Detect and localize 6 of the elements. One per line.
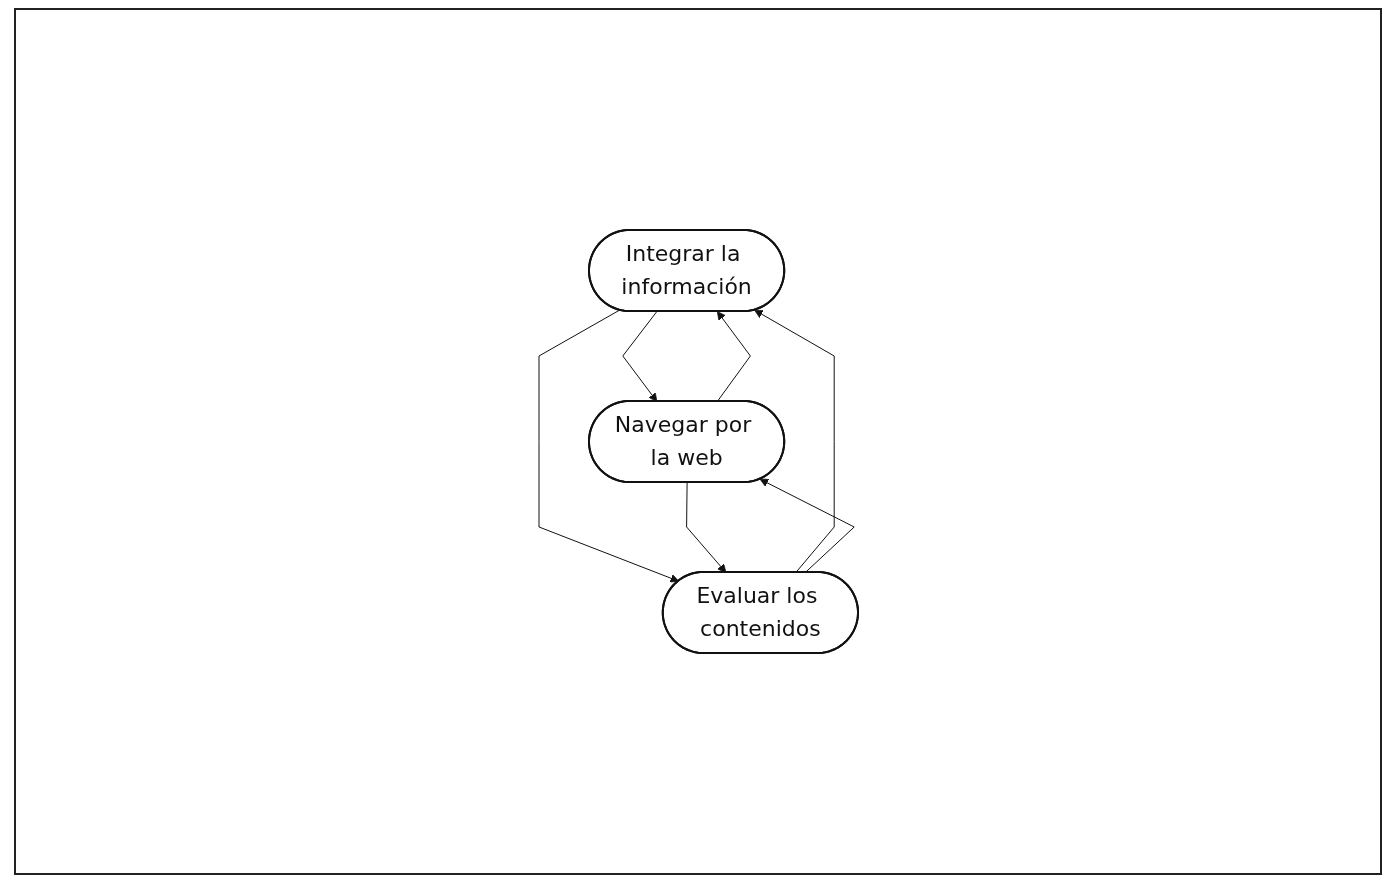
arrow	[716, 311, 751, 402]
arrow	[759, 478, 855, 573]
arrow	[621, 311, 657, 402]
arrow	[685, 482, 726, 573]
arrow	[538, 309, 679, 583]
arrow	[753, 309, 835, 573]
